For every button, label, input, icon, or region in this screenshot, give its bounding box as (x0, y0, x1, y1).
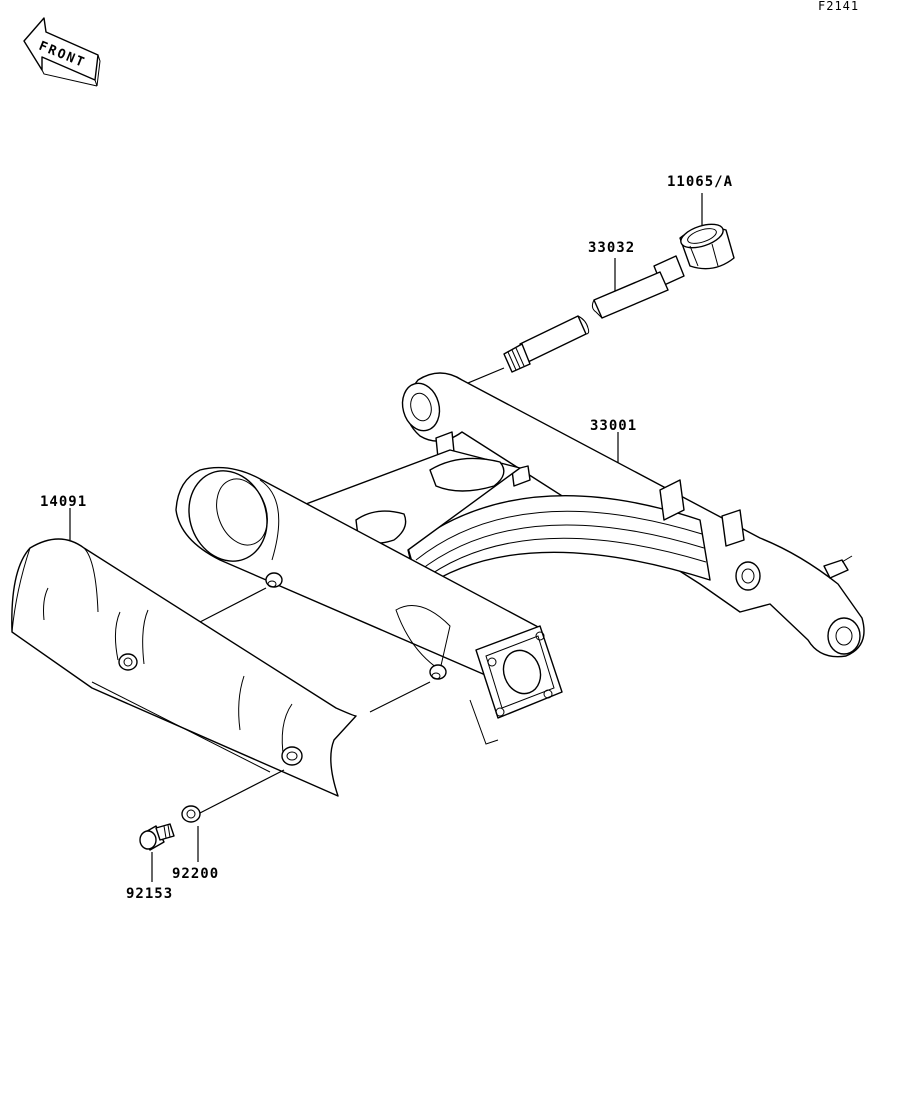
part-label-14091: 14091 (40, 494, 87, 510)
cover-part (11, 508, 357, 797)
part-label-92153: 92153 (126, 886, 173, 902)
part-label-11065-a: 11065/A (667, 174, 733, 190)
cap-part (679, 193, 735, 270)
bolt-part (139, 823, 175, 882)
figure-code: F2141 (818, 0, 859, 13)
part-label-33032: 33032 (588, 240, 635, 256)
part-label-33001: 33001 (590, 418, 637, 434)
front-badge: FRONT (23, 17, 101, 87)
swing-arm-part (175, 372, 865, 745)
pivot-shaft-part (431, 255, 685, 399)
washer-part (181, 805, 201, 862)
front-arrow-icon (23, 17, 101, 87)
part-label-92200: 92200 (172, 866, 219, 882)
